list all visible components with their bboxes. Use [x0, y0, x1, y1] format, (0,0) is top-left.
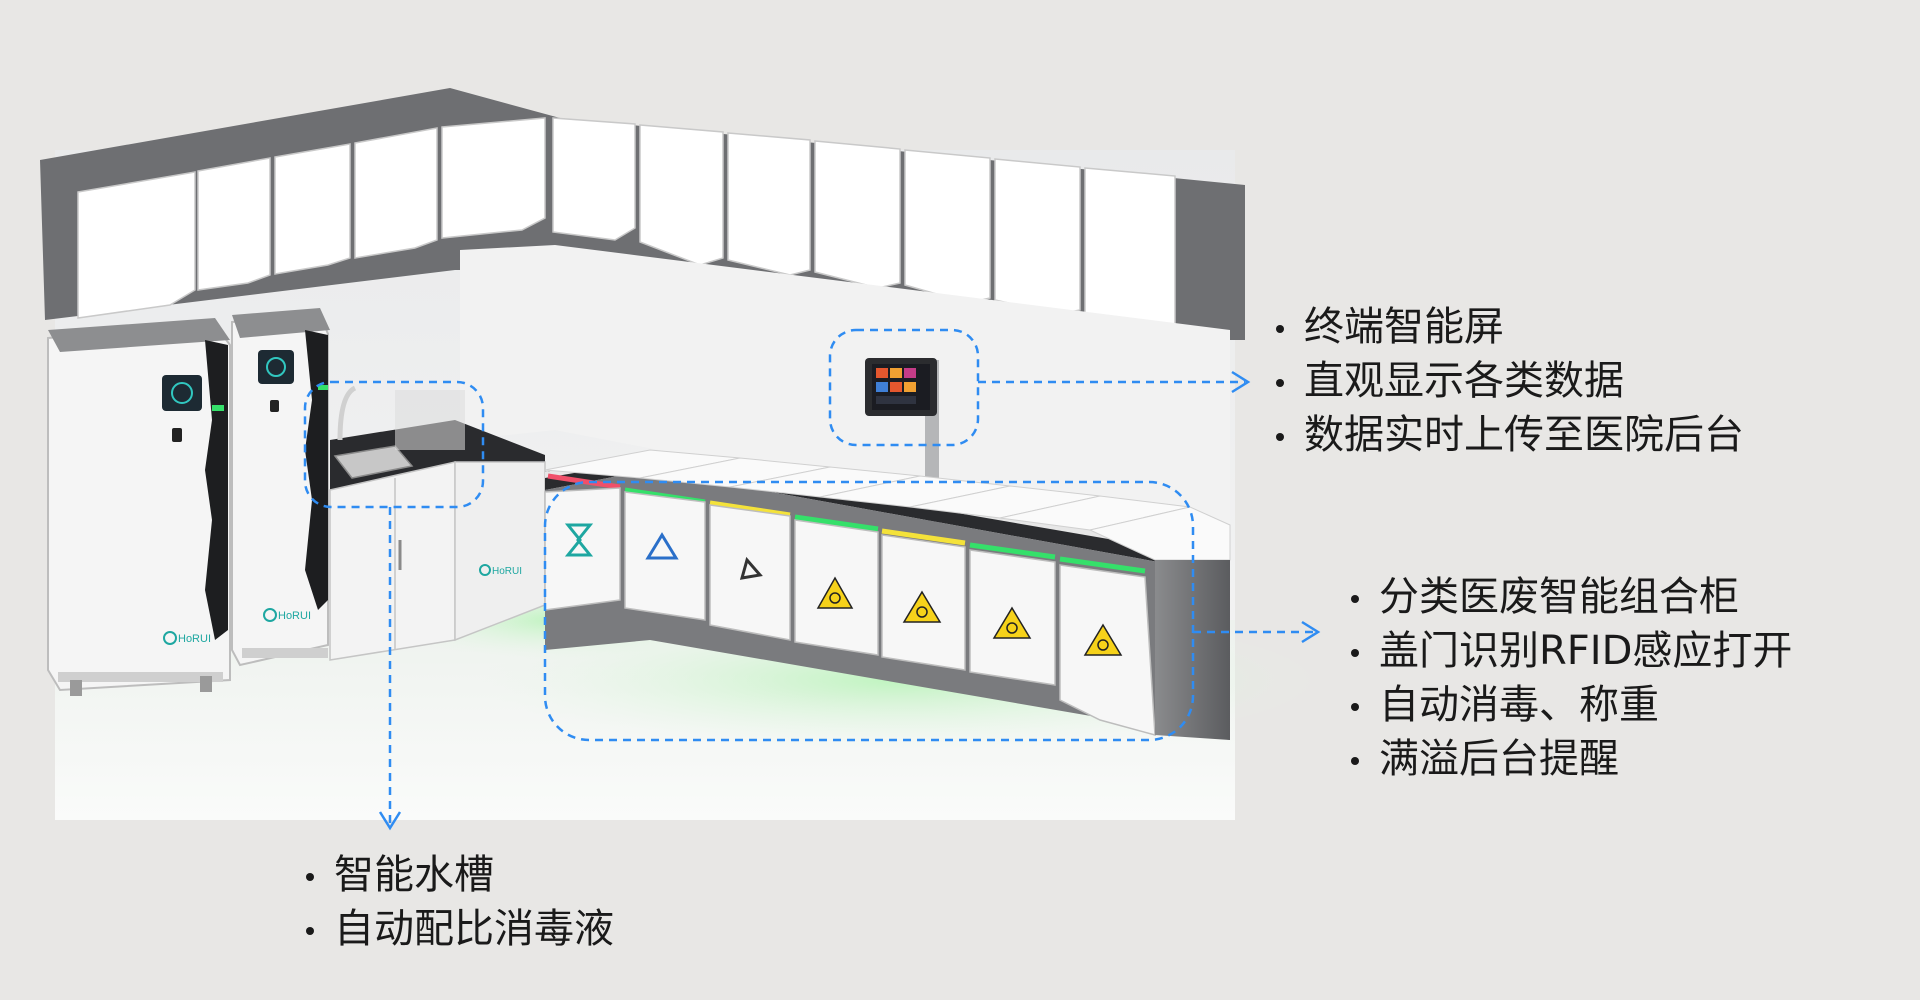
disinfection-tower-right: HoRUI [231, 308, 330, 667]
cabinet-logo-text: HoRUI [492, 566, 522, 577]
sink-counter: HoRUI [329, 385, 546, 661]
cabinet-feature-2: 盖门识别RFID感应打开 [1345, 624, 1792, 678]
disinfection-tower-left: HoRUI [47, 318, 231, 696]
tower-logo-text: HoRUI [178, 633, 211, 645]
cabinet-highlight-box [543, 480, 1195, 742]
screen-feature-1: 终端智能屏 [1270, 300, 1744, 354]
sink-connector-arrow [378, 507, 402, 831]
tower-2-logo-text: HoRUI [278, 610, 311, 622]
cabinet-feature-1: 分类医废智能组合柜 [1345, 570, 1792, 624]
screen-connector-arrow [978, 370, 1251, 394]
cabinet-callout-list: 分类医废智能组合柜 盖门识别RFID感应打开 自动消毒、称重 满溢后台提醒 [1345, 570, 1792, 786]
sink-feature-2: 自动配比消毒液 [300, 902, 614, 956]
screen-feature-3: 数据实时上传至医院后台 [1270, 408, 1744, 462]
sink-callout-list: 智能水槽 自动配比消毒液 [300, 848, 614, 956]
screen-highlight-box [828, 328, 980, 447]
cabinet-feature-4: 满溢后台提醒 [1345, 732, 1792, 786]
sink-highlight-box [303, 380, 485, 509]
cabinet-connector-arrow [1193, 620, 1321, 644]
terminal-screen [865, 358, 939, 530]
screen-callout-list: 终端智能屏 直观显示各类数据 数据实时上传至医院后台 [1270, 300, 1744, 462]
screen-feature-2: 直观显示各类数据 [1270, 354, 1744, 408]
cabinet-feature-3: 自动消毒、称重 [1345, 678, 1792, 732]
sink-feature-1: 智能水槽 [300, 848, 614, 902]
upper-cabinet-doors [77, 117, 1176, 339]
